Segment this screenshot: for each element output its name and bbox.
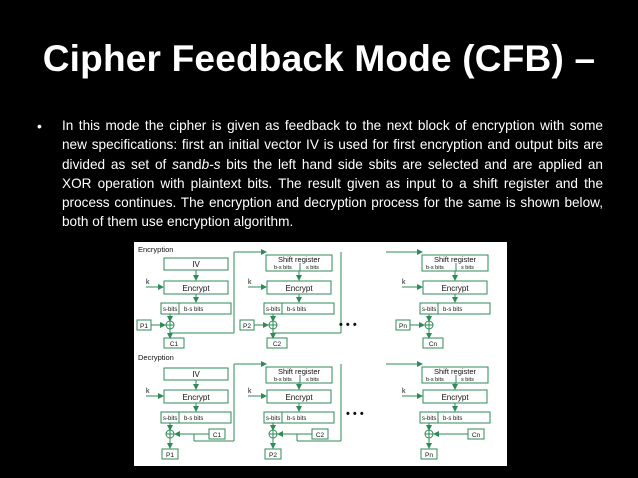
dec-encrypt-label-n: Encrypt: [441, 393, 469, 402]
dec-sbits-n: s-bits: [422, 416, 436, 422]
dec-shift-s-n: s bits: [461, 377, 474, 383]
encryption-label: Encryption: [138, 245, 173, 254]
dec-encrypt-label-1: Encrypt: [182, 393, 210, 402]
dec-p2: P2: [269, 452, 277, 459]
dec-stage-n: Shift register b-s bits s bits Encrypt k…: [386, 361, 491, 460]
enc-cn: Cn: [429, 341, 438, 348]
enc-encrypt-label-1: Encrypt: [182, 284, 210, 293]
enc-c1-box: [163, 337, 185, 349]
enc-p1: P1: [140, 323, 148, 330]
dec-key-2: k: [248, 388, 252, 395]
dec-sbits-1: s-bits: [163, 416, 177, 422]
enc-bsbits-n: b-s bits: [443, 307, 462, 313]
enc-stage-n: Shift register b-s bits s bits Encrypt k…: [386, 249, 491, 349]
enc-output-box-1: [160, 302, 232, 315]
enc-shift-bs-2: b-s bits: [274, 265, 292, 271]
dec-sbits-2: s-bits: [266, 416, 280, 422]
dec-output-box-1: [160, 411, 232, 424]
enc-sbits-n: s-bits: [422, 307, 436, 313]
dec-shift-label-n: Shift register: [434, 367, 477, 376]
enc-c2-box: [266, 337, 288, 349]
dec-p2-box: [264, 448, 282, 460]
enc-encrypt-label-n: Encrypt: [441, 284, 469, 293]
enc-key-2: k: [248, 279, 252, 286]
dec-stage-2: Shift register b-s bits s bits Encrypt k…: [248, 364, 342, 460]
dec-bsbits-1: b-s bits: [184, 416, 203, 422]
dec-pn-box: [420, 448, 438, 460]
dec-pn: Pn: [425, 452, 433, 459]
bullet-point: • In this mode the cipher is given as fe…: [37, 116, 603, 232]
decryption-label: Decryption: [138, 353, 174, 362]
bullet-text-part: and: [178, 156, 202, 172]
dec-p1-box: [161, 448, 179, 460]
dec-ellipsis: • • •: [346, 408, 364, 420]
enc-shift-label-n: Shift register: [434, 255, 477, 264]
bullet-marker: •: [37, 118, 42, 134]
enc-sbits-1: s-bits: [163, 307, 177, 313]
dec-key-n: k: [402, 388, 406, 395]
slide-title: Cipher Feedback Mode (CFB) –: [42, 38, 596, 79]
dec-key-1: k: [146, 388, 150, 395]
bullet-text-part: In this mode the cipher is given as feed…: [62, 118, 603, 172]
enc-output-box-n: [419, 302, 491, 315]
dec-encrypt-label-2: Encrypt: [285, 393, 313, 402]
enc-shift-label-2: Shift register: [278, 255, 321, 264]
enc-c1: C1: [170, 341, 179, 348]
enc-bsbits-2: b-s bits: [287, 307, 306, 313]
enc-c2: C2: [273, 341, 282, 348]
bullet-italic-bs: b-s: [201, 156, 221, 172]
enc-iv-label: IV: [192, 260, 200, 269]
enc-stage-2: Shift register b-s bits s bits Encrypt k…: [239, 252, 342, 349]
enc-output-box-2: [263, 302, 335, 315]
dec-cn: Cn: [472, 432, 481, 439]
dec-shift-bs-n: b-s bits: [426, 377, 444, 383]
bullet-text: In this mode the cipher is given as feed…: [62, 116, 603, 232]
bullet-italic-s: s: [172, 156, 179, 172]
enc-key-1: k: [146, 279, 150, 286]
dec-shift-bs-2: b-s bits: [274, 377, 292, 383]
enc-sbits-2: s-bits: [266, 307, 280, 313]
enc-encrypt-label-2: Encrypt: [285, 284, 313, 293]
dec-shift-s-2: s bits: [306, 377, 319, 383]
enc-ellipsis: • • •: [339, 319, 357, 331]
enc-shift-s-n: s bits: [461, 265, 474, 271]
dec-shift-label-2: Shift register: [278, 367, 321, 376]
dec-c1: C1: [213, 432, 222, 439]
dec-bsbits-2: b-s bits: [287, 416, 306, 422]
dec-output-box-n: [419, 411, 491, 424]
enc-pn: Pn: [399, 323, 407, 330]
enc-cn-box: [422, 337, 444, 349]
dec-bsbits-n: b-s bits: [443, 416, 462, 422]
enc-key-n: k: [402, 279, 406, 286]
bullet-text-part: bits the left hand side sbits are select…: [62, 156, 603, 230]
cfb-diagram-svg: Encryption IV Encrypt k s-bits b-s bits: [136, 245, 491, 460]
cfb-diagram: Encryption IV Encrypt k s-bits b-s bits: [134, 242, 507, 466]
dec-stage-1: IV Encrypt k s-bits b-s bits C1: [146, 361, 267, 460]
enc-shift-s-2: s bits: [306, 265, 319, 271]
dec-p1: P1: [166, 452, 174, 459]
dec-c2: C2: [316, 432, 325, 439]
enc-bsbits-1: b-s bits: [184, 307, 203, 313]
enc-stage-1: IV Encrypt k s-bits b-s bits P1: [136, 249, 267, 349]
enc-shift-bs-n: b-s bits: [426, 265, 444, 271]
dec-output-box-2: [263, 411, 335, 424]
enc-p2: P2: [243, 323, 251, 330]
dec-iv-label: IV: [192, 370, 200, 379]
